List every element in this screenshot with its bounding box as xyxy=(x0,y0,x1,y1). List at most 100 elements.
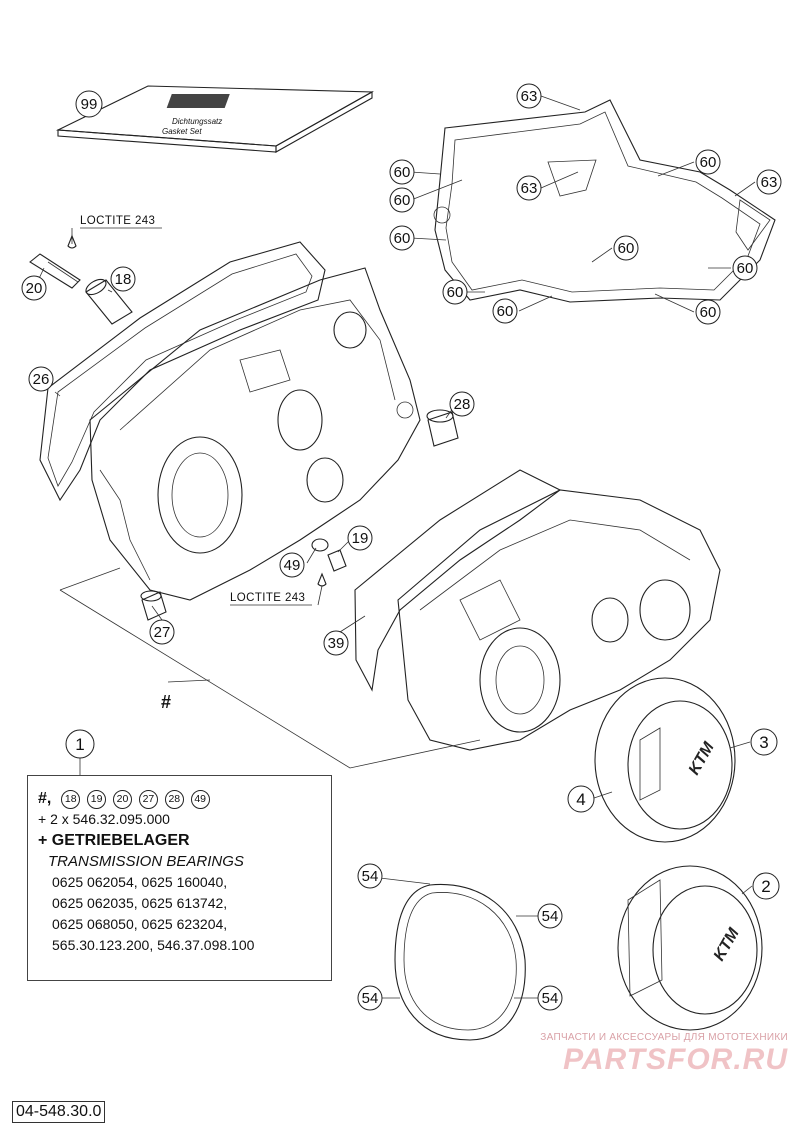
callout-99: 99 xyxy=(75,90,103,118)
kit-part-ring: 28 xyxy=(164,789,184,809)
kit-part-ring: 49 xyxy=(190,789,210,809)
svg-text:54: 54 xyxy=(542,908,559,925)
callout-26: 26 xyxy=(28,366,54,392)
callout-60: 60 xyxy=(732,255,758,281)
crankcase-gasket-39 xyxy=(354,469,562,692)
callout-2: 2 xyxy=(752,872,780,900)
crankcase-left-half xyxy=(89,267,421,601)
svg-text:60: 60 xyxy=(394,230,411,247)
callout-63: 63 xyxy=(516,175,542,201)
callout-63: 63 xyxy=(756,169,782,195)
callout-54: 54 xyxy=(537,903,563,929)
kit-hash: #, xyxy=(38,790,52,807)
kit-line-numbers: 565.30.123.200, 546.37.098.100 xyxy=(52,937,255,953)
svg-text:49: 49 xyxy=(284,557,301,574)
svg-text:1: 1 xyxy=(75,735,84,754)
callout-54: 54 xyxy=(357,863,383,889)
ignition-cover-outer: KTM xyxy=(617,865,763,1031)
dowel-27 xyxy=(140,590,167,621)
kit-line-numbers: 0625 068050, 0625 623204, xyxy=(52,916,228,932)
svg-text:Dichtungssatz: Dichtungssatz xyxy=(172,117,222,126)
screw-19 xyxy=(327,549,347,572)
svg-text:99: 99 xyxy=(81,96,98,113)
callout-60: 60 xyxy=(492,298,518,324)
document-number: 04-548.30.0 xyxy=(12,1101,106,1123)
svg-text:60: 60 xyxy=(700,154,717,171)
svg-text:63: 63 xyxy=(521,88,538,105)
callout-28: 28 xyxy=(449,391,475,417)
callout-54: 54 xyxy=(537,985,563,1011)
callout-3: 3 xyxy=(750,728,778,756)
svg-text:60: 60 xyxy=(618,240,635,257)
kit-part-ring: 18 xyxy=(61,789,81,809)
callout-60: 60 xyxy=(695,149,721,175)
ignition-cover-gasket xyxy=(394,883,526,1041)
loctite-label-top: LOCTITE 243 xyxy=(80,215,155,227)
svg-text:54: 54 xyxy=(542,990,559,1007)
svg-text:Gasket Set: Gasket Set xyxy=(162,127,202,136)
svg-text:28: 28 xyxy=(454,396,471,413)
callout-27: 27 xyxy=(149,619,175,645)
svg-text:54: 54 xyxy=(362,990,379,1007)
sleeve-18 xyxy=(85,278,133,325)
kit-hash-marker: # xyxy=(161,692,171,712)
svg-text:2: 2 xyxy=(761,877,770,896)
svg-text:39: 39 xyxy=(328,635,345,652)
gasket-set-packet: Dichtungssatz Gasket Set xyxy=(55,85,375,153)
leader-lines xyxy=(35,95,756,999)
svg-text:KTM: KTM xyxy=(686,739,718,778)
svg-text:60: 60 xyxy=(497,303,514,320)
callout-49: 49 xyxy=(279,552,305,578)
svg-text:26: 26 xyxy=(33,371,50,388)
callout-60: 60 xyxy=(389,159,415,185)
callout-54: 54 xyxy=(357,985,383,1011)
svg-text:27: 27 xyxy=(154,624,171,641)
svg-text:18: 18 xyxy=(115,271,132,288)
bolt-20 xyxy=(29,253,81,289)
watermark-subtitle: ЗАПЧАСТИ И АКСЕССУАРЫ ДЛЯ МОТОТЕХНИКИ xyxy=(540,1032,788,1043)
svg-text:3: 3 xyxy=(759,733,768,752)
kit-contents-box: #, 18 19 20 27 28 49 + 2 x 546.32.095.00… xyxy=(27,775,332,981)
callout-60: 60 xyxy=(389,187,415,213)
svg-text:4: 4 xyxy=(576,790,585,809)
callout-60: 60 xyxy=(442,279,468,305)
o-ring-49 xyxy=(311,538,329,552)
bearing-28 xyxy=(426,409,459,447)
svg-text:54: 54 xyxy=(362,868,379,885)
svg-text:60: 60 xyxy=(447,284,464,301)
kit-line-bearings-en: TRANSMISSION BEARINGS xyxy=(48,853,244,870)
svg-text:KTM: KTM xyxy=(711,925,743,964)
kit-part-ring: 27 xyxy=(138,789,158,809)
callout-18: 18 xyxy=(110,266,136,292)
callout-60: 60 xyxy=(695,299,721,325)
svg-text:60: 60 xyxy=(700,304,717,321)
crankcase-gasket-top xyxy=(433,99,776,303)
kit-line-extra: + 2 x 546.32.095.000 xyxy=(38,811,170,827)
kit-line-numbers: 0625 062035, 0625 613742, xyxy=(52,895,228,911)
watermark-logo: PARTSFOR.RU xyxy=(563,1043,788,1076)
callout-4: 4 xyxy=(567,785,595,813)
svg-text:63: 63 xyxy=(521,180,538,197)
svg-text:20: 20 xyxy=(26,280,43,297)
callout-60: 60 xyxy=(389,225,415,251)
kit-part-ring: 19 xyxy=(87,789,107,809)
callout-39: 39 xyxy=(323,630,349,656)
svg-text:60: 60 xyxy=(737,260,754,277)
kit-outline xyxy=(59,567,481,769)
kit-part-ring: 20 xyxy=(113,789,133,809)
callout-63: 63 xyxy=(516,83,542,109)
ignition-cover-inner: KTM xyxy=(594,677,736,843)
callout-1: 1 xyxy=(65,729,95,759)
kit-line-numbers: 0625 062054, 0625 160040, xyxy=(52,874,228,890)
crankcase-right-half xyxy=(397,489,721,751)
loctite-label-bottom: LOCTITE 243 xyxy=(230,592,305,604)
svg-text:60: 60 xyxy=(394,192,411,209)
svg-text:19: 19 xyxy=(352,530,369,547)
callout-20: 20 xyxy=(21,275,47,301)
kit-parts-row: #, 18 19 20 27 28 49 xyxy=(38,788,331,809)
svg-text:63: 63 xyxy=(761,174,778,191)
kit-line-bearings-de: + GETRIEBELAGER xyxy=(38,832,190,849)
watermark: ЗАПЧАСТИ И АКСЕССУАРЫ ДЛЯ МОТОТЕХНИКИ PA… xyxy=(488,1032,788,1077)
crankcase-gasket-26 xyxy=(39,241,326,502)
